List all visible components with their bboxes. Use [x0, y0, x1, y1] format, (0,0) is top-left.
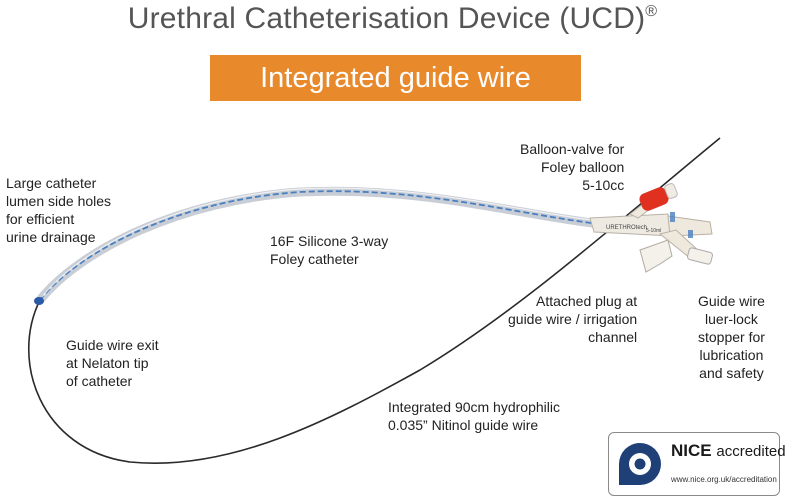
nelaton-tip	[34, 297, 44, 305]
label-line: and safety	[699, 365, 764, 381]
page-title: Urethral Catheterisation Device (UCD)®	[127, 2, 658, 35]
registered-mark: ®	[645, 3, 658, 20]
label-line: Large catheter	[6, 175, 97, 191]
label-guide-wire-exit: Guide wire exit at Nelaton tip of cathet…	[66, 336, 159, 390]
label-line: stopper for	[698, 329, 765, 345]
label-side-holes: Large catheter lumen side holes for effi…	[6, 174, 111, 246]
label-line: luer-lock	[705, 311, 758, 327]
label-luer-lock: Guide wire luer-lock stopper for lubrica…	[698, 292, 765, 382]
label-line: Foley catheter	[270, 251, 359, 267]
label-line: Attached plug at	[535, 293, 638, 309]
label-line: Guide wire exit	[66, 337, 159, 353]
label-line: 16F Silicone 3-way	[270, 233, 389, 249]
label-line: guide wire / irrigation	[508, 311, 638, 327]
nice-url: www.nice.org.uk/accreditation	[671, 475, 777, 484]
drainage-arm	[667, 215, 713, 237]
label-attached-plug: Attached plug at guide wire / irrigation…	[508, 292, 637, 346]
label-balloon-valve: Balloon-valve for Foley balloon 5-10cc	[520, 140, 624, 194]
label-line: Foley balloon	[541, 159, 625, 175]
nice-accredited-badge: NICE accredited www.nice.org.uk/accredit…	[608, 432, 785, 496]
label-line: lumen side holes	[6, 193, 112, 209]
label-line: at Nelaton tip	[66, 355, 149, 371]
label-line: Integrated 90cm hydrophilic	[388, 399, 560, 415]
device-volume-text: 5-10ml	[646, 228, 661, 234]
label-line: urine drainage	[6, 229, 96, 245]
nice-suffix: accredited	[716, 443, 785, 460]
label-line: 5-10cc	[582, 177, 625, 193]
label-line: Balloon-valve for	[520, 141, 625, 157]
nice-logo-icon	[619, 443, 661, 485]
label-line: channel	[588, 329, 638, 345]
nice-brand: NICE	[671, 441, 712, 460]
balloon-valve	[629, 183, 678, 219]
label-line: Guide wire	[698, 293, 765, 309]
attached-plug	[639, 239, 673, 273]
guide-wire	[27, 137, 721, 464]
label-line: of catheter	[66, 373, 133, 389]
label-line: lubrication	[699, 347, 764, 363]
irrigation-branch	[639, 229, 713, 273]
label-line: for efficient	[6, 211, 75, 227]
device-brand-text: URETHROtech	[606, 225, 647, 231]
subtitle-banner: Integrated guide wire	[210, 55, 581, 101]
nice-badge-title: NICE accredited	[671, 441, 785, 461]
label-nitinol-wire: Integrated 90cm hydrophilic 0.035” Nitin…	[388, 398, 560, 434]
label-line: 0.035” Nitinol guide wire	[388, 417, 539, 433]
label-silicone-catheter: 16F Silicone 3-way Foley catheter	[270, 232, 388, 268]
